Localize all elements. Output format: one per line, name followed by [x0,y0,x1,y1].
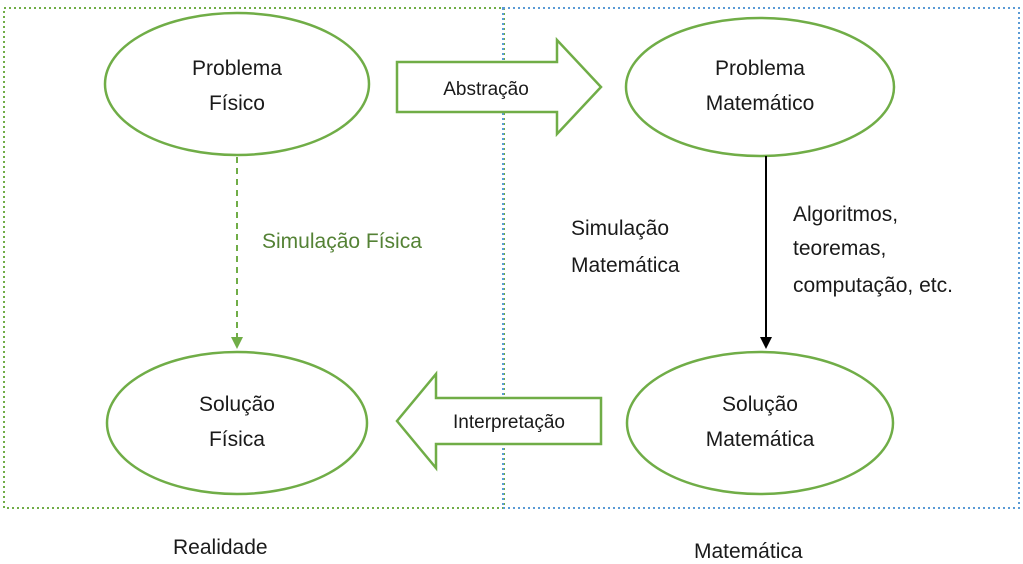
reality-region-label: Realidade [173,536,268,559]
math-methods-line-1: Algoritmos, [793,203,898,226]
math-methods-line-2: teoremas, [793,237,886,260]
interpretation-arrow [395,370,603,472]
math-problem-node [624,16,896,158]
physical-solution-node [105,350,369,496]
physical-solution-line-2: Física [209,428,265,451]
abstraction-arrow [395,36,603,138]
physical-problem-node [103,11,371,157]
math-simulation-line-2: Matemática [571,254,680,277]
mathematics-region-label: Matemática [694,540,803,563]
physical-solution-line-1: Solução [199,393,275,416]
math-problem-line-2: Matemático [706,92,815,115]
abstraction-label: Abstração [443,79,529,100]
math-problem-line-1: Problema [715,57,805,80]
math-solution-line-1: Solução [722,393,798,416]
interpretation-label: Interpretação [453,412,565,433]
math-simulation-line-1: Simulação [571,217,669,240]
physical-problem-line-1: Problema [192,57,282,80]
math-solution-node [625,350,895,496]
mathematics-region [502,7,1020,509]
math-methods-line-3: computação, etc. [793,274,953,297]
physical-problem-line-2: Físico [209,92,265,115]
physical-simulation-label: Simulação Física [262,230,422,253]
math-solution-line-2: Matemática [706,428,815,451]
